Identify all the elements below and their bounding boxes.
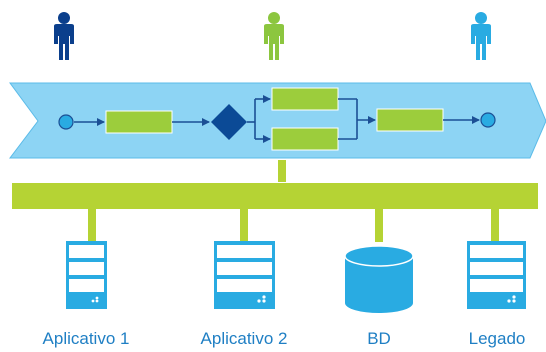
end-event (480, 112, 496, 128)
system-label-legado: Legado (468, 329, 526, 348)
process-flow (58, 87, 496, 151)
server-icon-aplicativo-1 (66, 241, 107, 309)
gateway-diamond (211, 104, 247, 140)
process-band (8, 82, 546, 159)
person-icon-left (54, 12, 74, 60)
system-label-bd: BD (367, 329, 391, 348)
person-icon-center (264, 12, 284, 60)
system-label-aplicativo-2: Aplicativo 2 (200, 329, 288, 348)
task-box (271, 127, 339, 151)
server-icon-aplicativo-2 (214, 241, 275, 309)
task-box (376, 108, 444, 132)
database-icon (344, 245, 414, 313)
integration-bus (12, 160, 538, 242)
task-box (271, 87, 339, 111)
server-icon-legado (467, 241, 526, 309)
start-event (58, 114, 74, 130)
person-icon-right (471, 12, 491, 60)
system-label-aplicativo-1: Aplicativo 1 (42, 329, 130, 348)
task-box (105, 110, 173, 134)
